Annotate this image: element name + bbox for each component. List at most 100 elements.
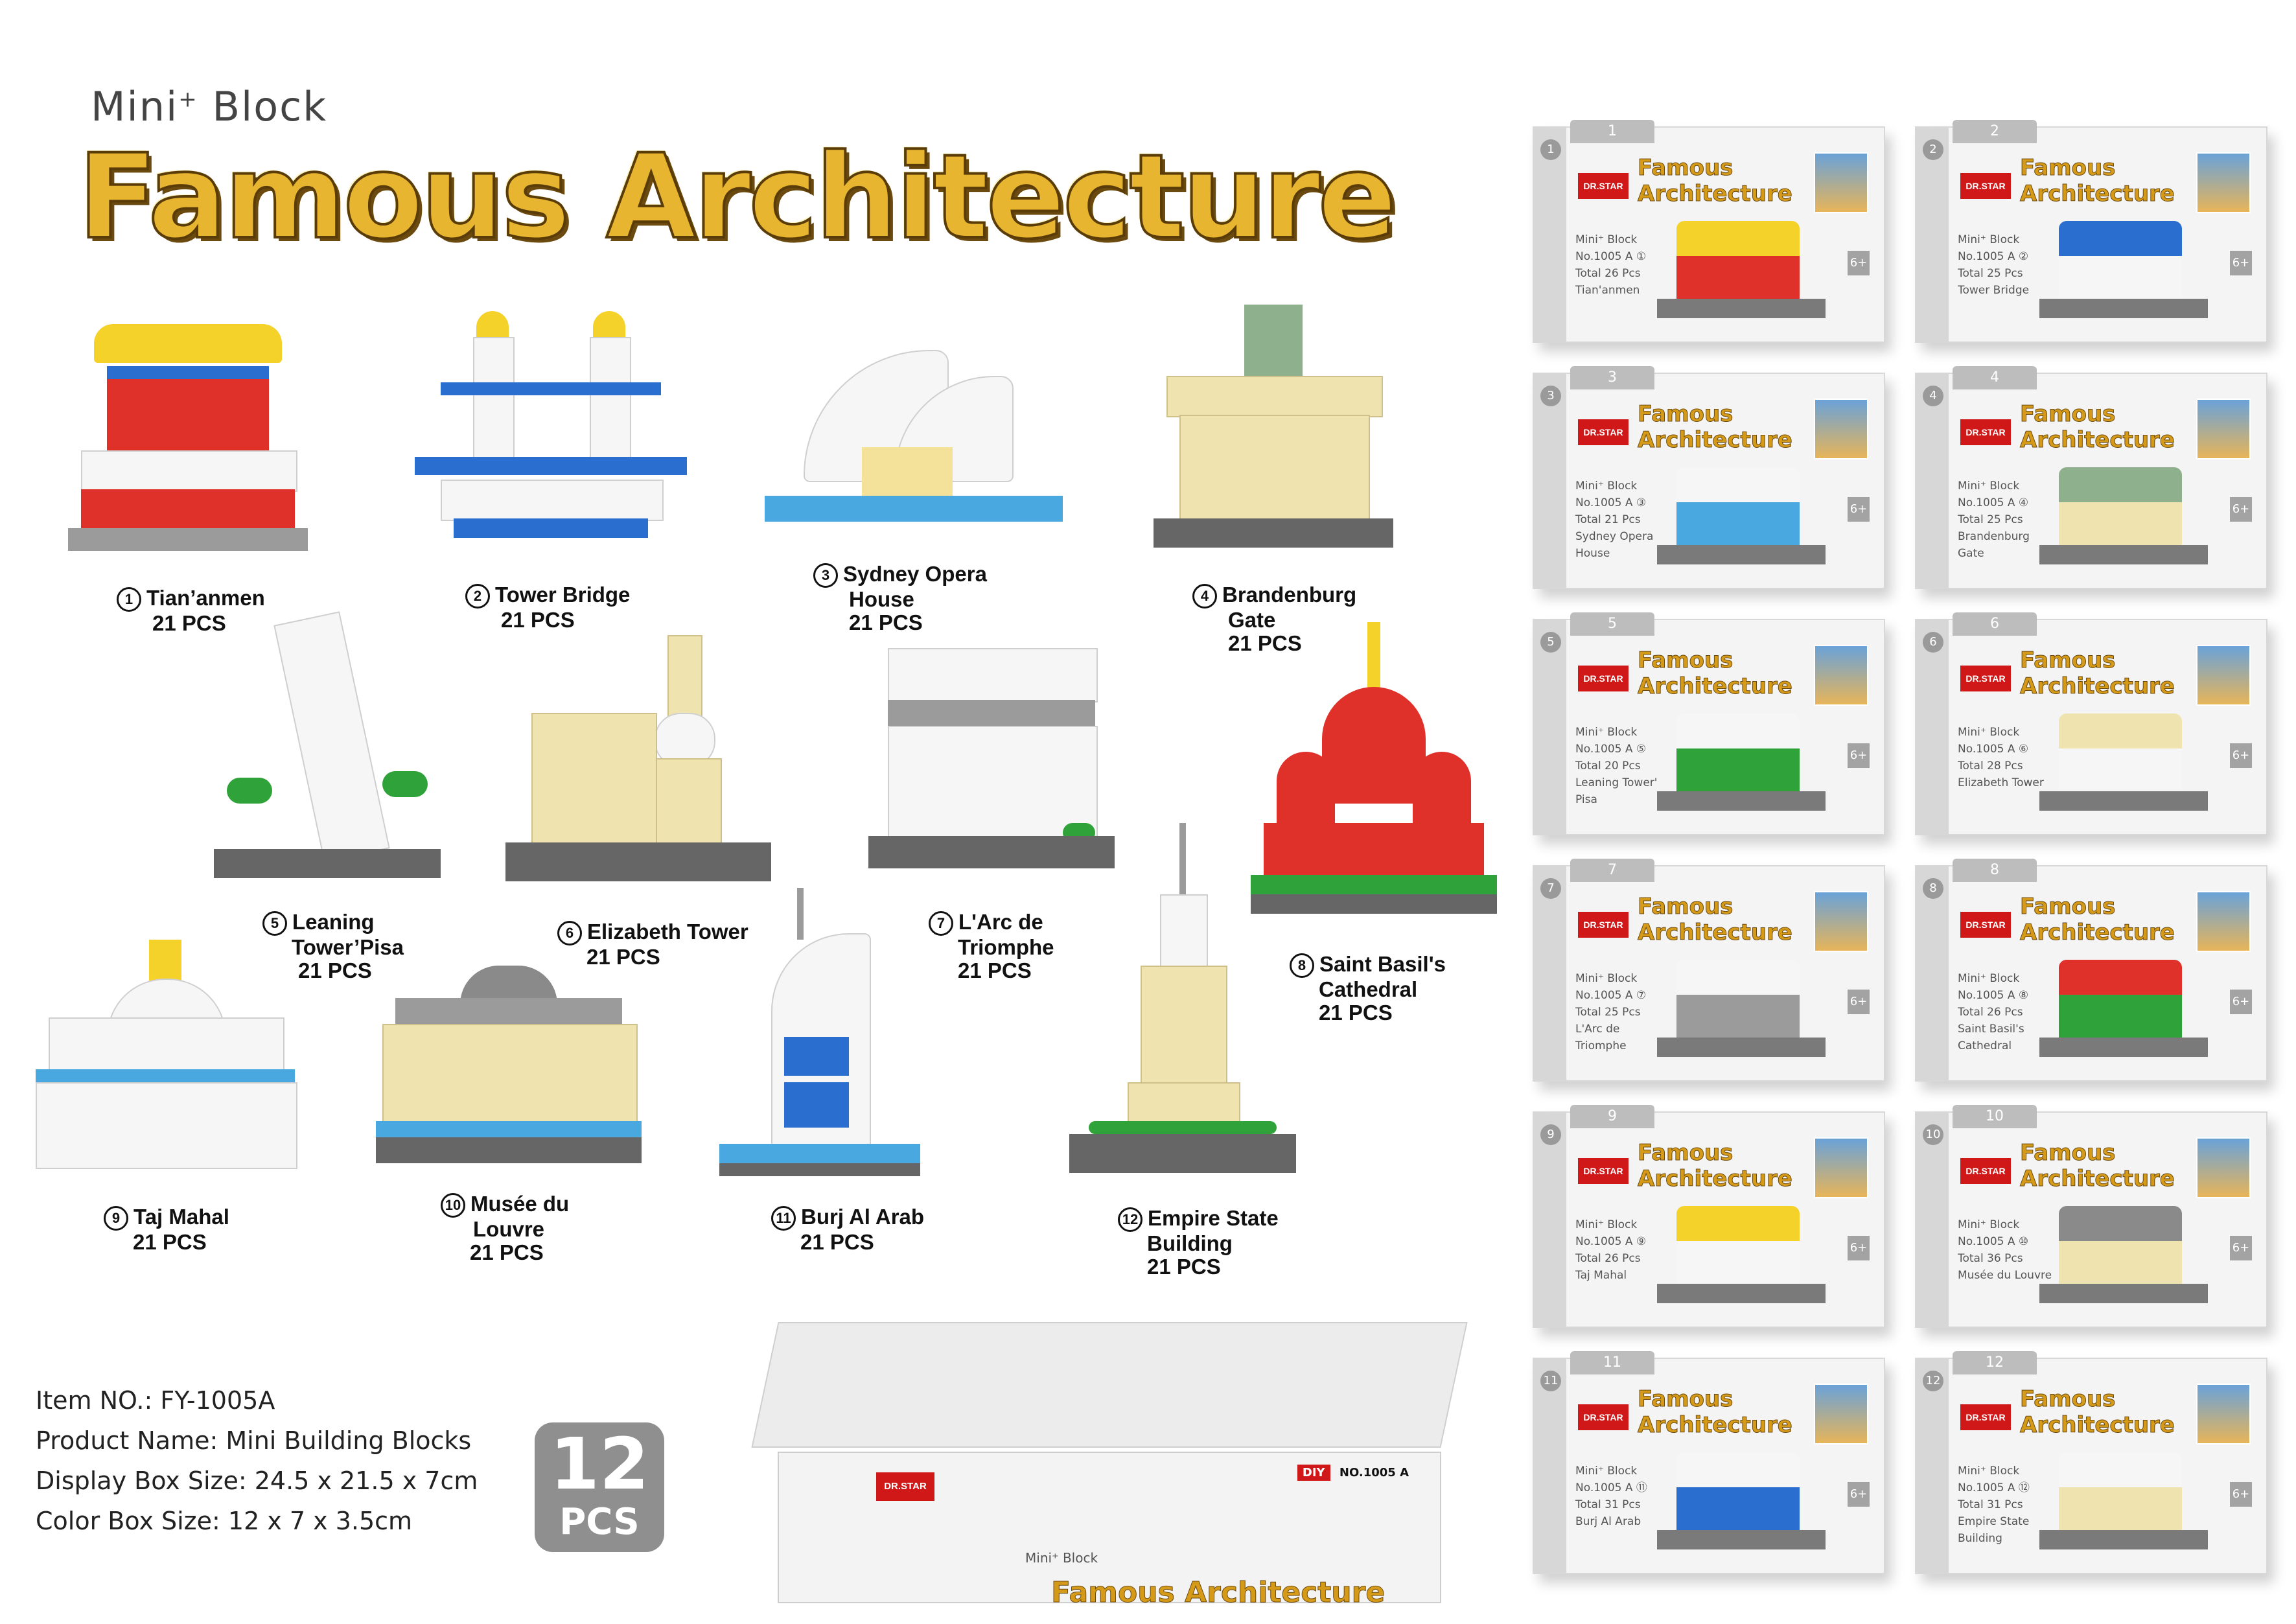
box-model-image [2059, 713, 2182, 791]
box-age: 6+ [2230, 743, 2252, 768]
display-box: DR.STAR DIY NO.1005 A Mini⁺ Block Famous… [751, 1322, 1468, 1610]
display-box-title: Famous Architecture [1050, 1576, 1386, 1610]
box-name: Leaning Tower' Pisa [1575, 776, 1658, 806]
box-series: Mini⁺ Block [1575, 1465, 1638, 1478]
model-burj-al-arab [719, 888, 920, 1186]
box-title: Famous Architecture [2020, 1386, 2175, 1439]
box-model-image [1676, 467, 1800, 545]
model-arc-de-triomphe [868, 648, 1115, 881]
box-total: Total 26 Pcs [1575, 1252, 1641, 1265]
box-model-number: No.1005 A ⑩ [1958, 1235, 2029, 1248]
box-age: 6+ [2230, 1236, 2252, 1260]
box-series: Mini⁺ Block [1958, 480, 2020, 493]
box-name: Taj Mahal [1575, 1269, 1627, 1282]
box-model-image [2059, 467, 2182, 545]
box-age: 6+ [1848, 251, 1870, 275]
box-series: Mini⁺ Block [1958, 726, 2020, 739]
color-box-size: Color Box Size: 12 x 7 x 3.5cm [36, 1507, 413, 1535]
box-total: Total 31 Pcs [1575, 1498, 1641, 1511]
box-photo [1814, 1137, 1868, 1198]
box-model-base [2039, 1284, 2208, 1303]
box-logo: DR.STAR [1960, 1158, 2011, 1184]
box-side-number: 7 [1540, 878, 1561, 899]
model-empire-state-building [1069, 823, 1296, 1186]
display-box-series: Mini⁺ Block [1025, 1550, 1098, 1566]
box-side: 5 [1534, 620, 1566, 834]
box-logo: DR.STAR [1960, 1404, 2011, 1430]
box-model-image [1676, 1452, 1800, 1530]
box-age: 6+ [2230, 990, 2252, 1014]
box-total: Total 25 Pcs [1958, 267, 2023, 280]
box-total: Total 21 Pcs [1575, 513, 1641, 526]
box-side: 4 [1916, 374, 1949, 588]
box-number-tab: 3 [1570, 366, 1654, 389]
box-number-tab: 10 [1953, 1105, 2037, 1128]
box-number-tab: 8 [1953, 859, 2037, 882]
box-side: 3 [1534, 374, 1566, 588]
box-series: Mini⁺ Block [1958, 972, 2020, 985]
box-series: Mini⁺ Block [1575, 972, 1638, 985]
box-side: 11 [1534, 1359, 1566, 1573]
box-logo: DR.STAR [1578, 173, 1629, 199]
box-title: Famous Architecture [2020, 647, 2175, 700]
display-box-back [751, 1322, 1468, 1448]
box-total: Total 36 Pcs [1958, 1252, 2023, 1265]
box-title: Famous Architecture [1638, 1140, 1793, 1192]
box-side-number: 2 [1923, 139, 1943, 160]
box-model-base [1657, 1530, 1826, 1549]
product-name: Product Name: Mini Building Blocks [36, 1426, 472, 1455]
box-side: 9 [1534, 1113, 1566, 1327]
box-side-number: 4 [1923, 386, 1943, 406]
box-model-base [1657, 299, 1826, 318]
box-model-number: No.1005 A ① [1575, 250, 1647, 263]
box-series: Mini⁺ Block [1958, 1218, 2020, 1231]
box-number-tab: 5 [1570, 612, 1654, 636]
display-box-front: DR.STAR DIY NO.1005 A Mini⁺ Block Famous… [778, 1452, 1441, 1610]
box-side-number: 1 [1540, 139, 1561, 160]
box-photo [1814, 152, 1868, 213]
box-series: Mini⁺ Block [1575, 480, 1638, 493]
box-side: 10 [1916, 1113, 1949, 1327]
box-title: Famous Architecture [2020, 401, 2175, 454]
box-total: Total 25 Pcs [1958, 513, 2023, 526]
box-model-image [2059, 221, 2182, 299]
model-taj-mahal [36, 940, 297, 1186]
model-leaning-tower-pisa [214, 611, 441, 894]
box-photo [2196, 152, 2251, 213]
box-name: L'Arc de Triomphe [1575, 1023, 1627, 1052]
box-photo [2196, 891, 2251, 952]
model-tower-bridge [415, 311, 687, 544]
box-model-base [2039, 299, 2208, 318]
box-series: Mini⁺ Block [1958, 1465, 2020, 1478]
box-series: Mini⁺ Block [1958, 233, 2020, 246]
box-number-tab: 2 [1953, 120, 2037, 143]
box-side-number: 12 [1923, 1371, 1943, 1391]
box-age: 6+ [2230, 1482, 2252, 1507]
box-number-tab: 1 [1570, 120, 1654, 143]
box-logo: DR.STAR [1578, 1404, 1629, 1430]
model-sydney-opera-house [765, 350, 1063, 531]
box-model-base [1657, 1284, 1826, 1303]
box-age: 6+ [1848, 1482, 1870, 1507]
box-name: Elizabeth Tower [1958, 776, 2044, 789]
box-age: 6+ [2230, 497, 2252, 522]
box-model-base [1657, 1038, 1826, 1057]
box-model-image [1676, 713, 1800, 791]
box-logo: DR.STAR [1578, 912, 1629, 938]
